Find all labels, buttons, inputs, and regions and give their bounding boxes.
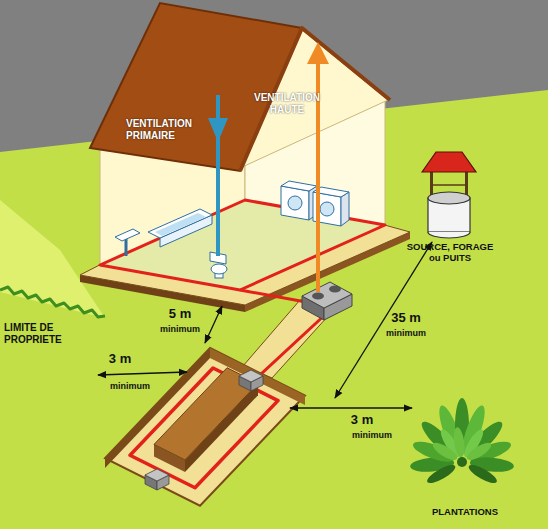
spreading-field xyxy=(154,368,258,460)
washing-machine xyxy=(320,202,334,216)
lawn xyxy=(0,200,105,318)
washing-machine xyxy=(281,181,317,191)
well xyxy=(428,192,470,204)
bathtub xyxy=(148,209,212,247)
washing-machine xyxy=(281,181,349,226)
dimension-line xyxy=(98,242,432,408)
drain-pipe xyxy=(251,312,328,382)
dimension-note: minimum xyxy=(150,324,210,334)
well-label: SOURCE, FORAGE ou PUITS xyxy=(402,242,498,264)
roof xyxy=(240,30,388,168)
plant-bush xyxy=(425,462,458,487)
plant-bush xyxy=(466,462,499,487)
plant-bush xyxy=(457,457,467,467)
spreading-field xyxy=(105,348,305,506)
roof xyxy=(90,3,390,171)
plant-bush xyxy=(452,427,466,458)
roof xyxy=(240,28,390,171)
well xyxy=(422,152,476,172)
ventilation-arrow xyxy=(307,42,329,64)
drain-pipe xyxy=(240,290,306,302)
boundary-label: LIMITE DE PROPRIETE xyxy=(4,322,84,345)
dimension-line xyxy=(98,372,187,375)
distribution-box xyxy=(145,370,263,490)
septic-tank xyxy=(312,293,324,300)
dimension-value: 3 m xyxy=(90,352,150,367)
dimension-value: 35 m xyxy=(376,311,436,326)
ventilation-label: VENTILATION PRIMAIRE xyxy=(126,118,206,141)
sink xyxy=(115,229,140,256)
plant-bush xyxy=(464,440,493,463)
sink xyxy=(125,238,128,256)
well xyxy=(428,232,470,238)
bathtub xyxy=(148,209,212,238)
plant-bush xyxy=(410,398,515,486)
spreading-field xyxy=(130,368,278,488)
toilet xyxy=(211,264,227,274)
plant-label: PLANTATIONS xyxy=(415,507,515,518)
dimension-line xyxy=(290,407,412,408)
bathtub xyxy=(155,213,206,236)
dimension-value: 5 m xyxy=(150,307,210,322)
drain-pipe xyxy=(240,290,328,382)
ventilation-label: VENTILATION HAUTE xyxy=(246,92,328,115)
septic-tank xyxy=(329,286,341,293)
dimension-value: 3 m xyxy=(332,413,392,428)
hedge-line xyxy=(0,287,105,317)
spreading-field xyxy=(105,348,305,506)
dimension-note: minimum xyxy=(342,430,402,440)
ventilation-arrow xyxy=(208,42,329,292)
well xyxy=(422,152,476,238)
dimension-note: minimum xyxy=(100,381,160,391)
washing-machine xyxy=(281,186,309,220)
dimension-line xyxy=(205,306,222,343)
distribution-box xyxy=(239,370,263,382)
well xyxy=(431,184,467,186)
dimension-note: minimum xyxy=(376,328,436,338)
septic-tank xyxy=(302,282,352,308)
hedge-line xyxy=(0,287,105,317)
ventilation-arrow xyxy=(208,118,228,142)
washing-machine xyxy=(341,192,349,226)
septic-tank xyxy=(302,282,352,320)
distribution-box xyxy=(145,469,169,481)
washing-machine xyxy=(288,196,302,210)
sink xyxy=(115,229,140,241)
